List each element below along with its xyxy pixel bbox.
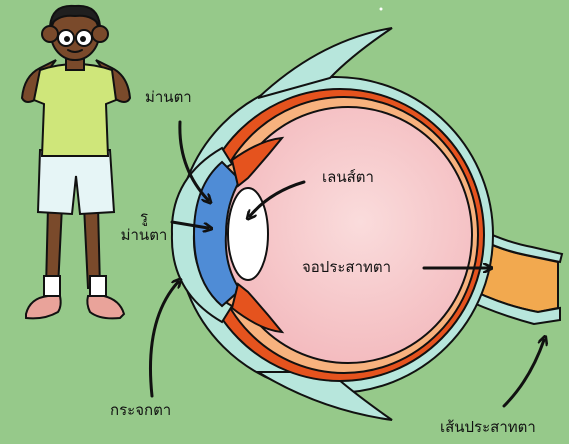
arrow-optic-nerve [504, 340, 544, 406]
person-figure [22, 6, 130, 319]
eye-cross-section [172, 8, 562, 421]
label-lens: เลนส์ตา [322, 168, 374, 186]
label-pupil: รู ม่านตา [114, 208, 174, 244]
label-optic-nerve: เส้นประสาทตา [440, 418, 536, 436]
person-shirt [34, 64, 116, 156]
label-pupil-line1: รู [114, 208, 174, 226]
label-pupil-line2: ม่านตา [114, 226, 174, 244]
arrow-cornea [150, 282, 178, 396]
label-cornea: กระจกตา [110, 401, 171, 419]
lens-shape [228, 188, 268, 280]
label-retina: จอประสาทตา [302, 258, 391, 276]
person-shoe-left [26, 296, 61, 318]
label-iris: ม่านตา [145, 88, 192, 106]
person-shoe-right [87, 296, 124, 318]
person-shorts [38, 150, 114, 214]
